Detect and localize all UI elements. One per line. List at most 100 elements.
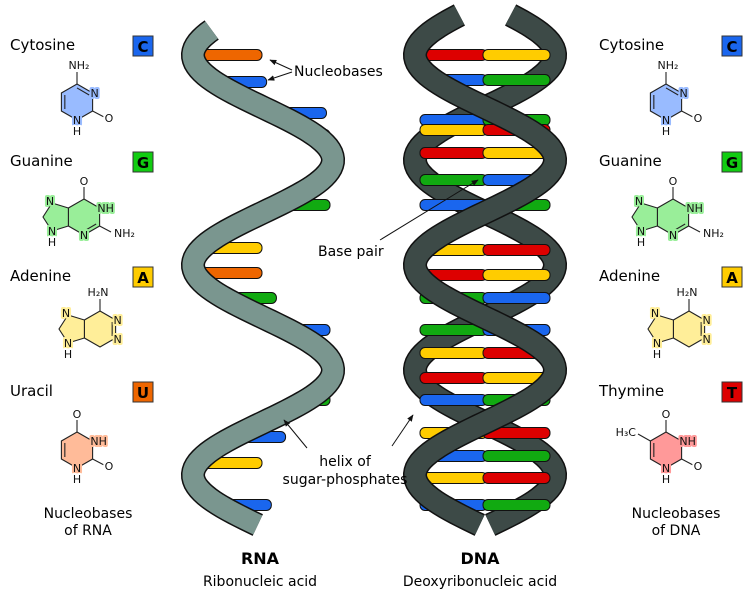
base-name: Guanine xyxy=(10,152,73,170)
base-letter-box xyxy=(721,266,743,288)
atom-label: O xyxy=(105,112,114,125)
bond xyxy=(637,433,651,442)
dna-helix xyxy=(402,4,568,536)
atom-label: NH₂ xyxy=(114,227,135,240)
atom-label: N xyxy=(651,307,659,320)
base-letter: A xyxy=(137,269,149,287)
dna-base-A xyxy=(482,269,551,281)
bond xyxy=(83,223,97,232)
atom-label: H xyxy=(662,125,670,138)
atom-label: N xyxy=(73,114,81,127)
base-letter-box xyxy=(132,381,154,403)
atom-label: N xyxy=(46,195,54,208)
atom-label: H xyxy=(64,348,72,361)
atom-label: O xyxy=(694,112,703,125)
helix-arrow xyxy=(391,414,414,447)
dna-base-A xyxy=(419,124,488,136)
base-pair xyxy=(419,372,551,384)
dna-base-A xyxy=(482,49,551,61)
rna-caption-line2: of RNA xyxy=(64,523,112,539)
dna-base-T xyxy=(482,472,551,484)
base-name: Cytosine xyxy=(599,36,664,54)
atom-label: NH xyxy=(686,202,703,215)
base-name: Cytosine xyxy=(10,36,75,54)
atom-label: N xyxy=(64,337,72,350)
helix-annotation-line1: helix of xyxy=(319,454,372,470)
atom-label: H xyxy=(73,125,81,138)
dna-strand-1 xyxy=(404,5,566,535)
atom-label: N xyxy=(80,229,88,242)
atom-label: O xyxy=(662,408,671,421)
base-letter: A xyxy=(726,269,738,287)
rna-title: RNA xyxy=(241,549,280,568)
base-letter: C xyxy=(137,38,148,56)
dna-base-C xyxy=(482,292,551,304)
dna-base-A xyxy=(419,347,488,359)
dna-title: DNA xyxy=(460,549,500,568)
dna-base-G xyxy=(482,499,551,511)
bond xyxy=(665,87,679,96)
bond xyxy=(681,110,694,118)
nucleobases-arrow xyxy=(269,59,293,71)
rna-caption-line1: Nucleobases xyxy=(44,506,133,522)
helix-arrow xyxy=(283,419,308,449)
dna-base-G xyxy=(419,174,488,186)
bond xyxy=(681,458,694,466)
atom-label: H xyxy=(48,236,56,249)
base-pair xyxy=(419,269,551,281)
dna-base-T xyxy=(419,372,488,384)
dna-subtitle: Deoxyribonucleic acid xyxy=(403,574,557,590)
base-letter-box xyxy=(721,381,743,403)
atom-label: H xyxy=(662,473,670,486)
atom-label: N xyxy=(113,333,121,346)
nucleobases-annotation: Nucleobases xyxy=(294,64,383,80)
base-name: Thymine xyxy=(598,382,664,400)
ring xyxy=(649,431,683,469)
base-pair-annotation: Base pair xyxy=(318,244,384,260)
dna-strand-2 xyxy=(404,5,566,535)
atom-label: N xyxy=(662,114,670,127)
atom-label: N xyxy=(662,462,670,475)
dna-base-G xyxy=(482,450,551,462)
base-name: Adenine xyxy=(599,267,660,285)
atom-label: N xyxy=(635,195,643,208)
atom-label: NH xyxy=(97,202,114,215)
atom-label: N xyxy=(113,314,121,327)
dna-base-T xyxy=(482,244,551,256)
atom-label: N xyxy=(702,333,710,346)
base-letter-box xyxy=(721,35,743,57)
rna-base-U xyxy=(199,49,263,61)
atom-label: NH xyxy=(679,435,696,448)
base-name: Guanine xyxy=(599,152,662,170)
atom-label: H₃C xyxy=(616,426,637,439)
atom-label: NH₂ xyxy=(658,59,679,72)
ring xyxy=(58,314,85,344)
atom-label: O xyxy=(669,175,678,188)
base-letter: T xyxy=(727,384,738,402)
rna-sugar-phosphate-backbone xyxy=(182,21,344,535)
atom-label: N xyxy=(653,337,661,350)
atom-label: H xyxy=(637,236,645,249)
dna-base-C xyxy=(419,394,488,406)
base-pair xyxy=(419,49,551,61)
bond xyxy=(99,225,112,233)
atom-label: N xyxy=(48,225,56,238)
base-letter-box xyxy=(132,35,154,57)
rna-subtitle: Ribonucleic acid xyxy=(203,574,317,590)
base-letter: C xyxy=(726,38,737,56)
base-name: Uracil xyxy=(10,382,53,400)
base-pair-arrow xyxy=(379,179,479,241)
